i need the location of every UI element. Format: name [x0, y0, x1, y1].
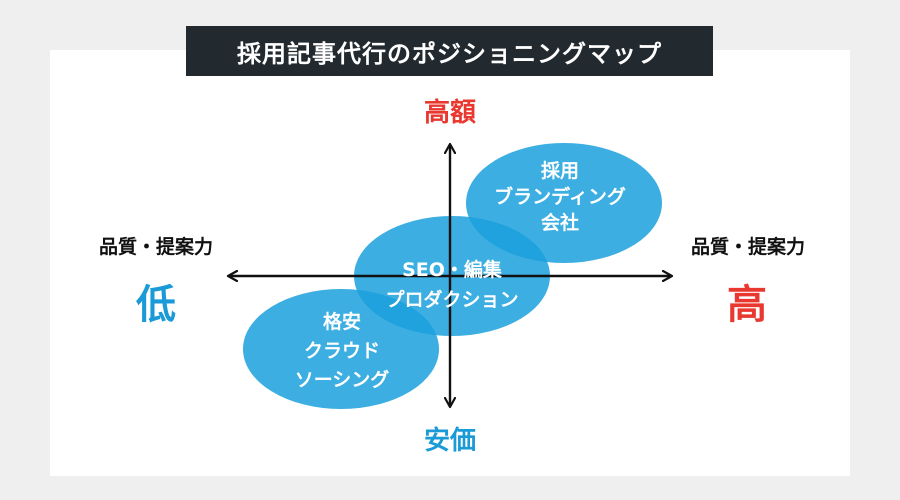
- axis-label-low-quality: 低: [136, 282, 176, 328]
- axis-label-right-quality: 品質・提案力: [690, 236, 805, 258]
- bubble-label-line: SEO・編集: [402, 259, 502, 281]
- bubble-recruitment-branding: [466, 143, 662, 263]
- bubble-label-seo-production: SEO・編集 プロダクション: [356, 255, 548, 315]
- bubble-label-line: 会社: [540, 212, 579, 234]
- axis-label-high-quality: 高: [727, 282, 767, 328]
- bubble-label-line: 格安: [322, 311, 361, 333]
- bubble-label-cheap-crowdsourcing: 格安 クラウド ソーシング: [262, 308, 422, 395]
- axis-label-low-price: 安価: [423, 426, 476, 456]
- page-title: 採用記事代行のポジショニングマップ: [186, 26, 713, 76]
- bubble-label-line: 採用: [540, 160, 579, 182]
- bubble-label-line: ソーシング: [294, 369, 390, 391]
- bubble-label-line: クラウド: [303, 340, 380, 362]
- bubble-label-line: プロダクション: [385, 289, 519, 311]
- bubble-label-line: ブランディング: [494, 186, 626, 208]
- axis-label-left-quality: 品質・提案力: [98, 236, 213, 258]
- axis-label-high-price: 高額: [423, 98, 476, 128]
- bubble-label-recruitment-branding: 採用 ブランディング 会社: [480, 158, 640, 236]
